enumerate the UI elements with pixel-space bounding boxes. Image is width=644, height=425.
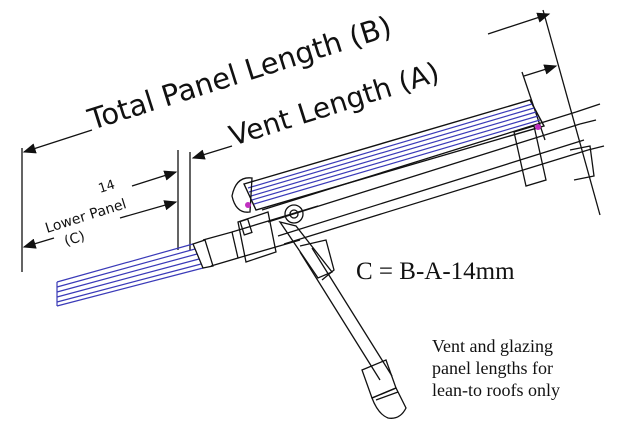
vent-opener-arm bbox=[278, 204, 407, 419]
vent-glazing-panel bbox=[231, 99, 546, 213]
c-dim-label: (C) bbox=[62, 228, 87, 249]
dimension-lines bbox=[22, 12, 558, 249]
formula-text: C = B-A-14mm bbox=[356, 258, 515, 285]
dim-14-label: 14 bbox=[97, 178, 117, 197]
vent-hinge-accent bbox=[245, 202, 251, 208]
vent-end-accent bbox=[535, 124, 541, 130]
note-line-2: panel lengths for bbox=[432, 358, 553, 378]
lower-glazing-panel bbox=[56, 243, 204, 307]
lower-frame bbox=[192, 205, 319, 269]
note-line-1: Vent and glazing bbox=[432, 336, 553, 356]
lower-panel-label: Lower Panel bbox=[43, 196, 128, 237]
note-line-3: lean-to roofs only bbox=[432, 380, 560, 400]
